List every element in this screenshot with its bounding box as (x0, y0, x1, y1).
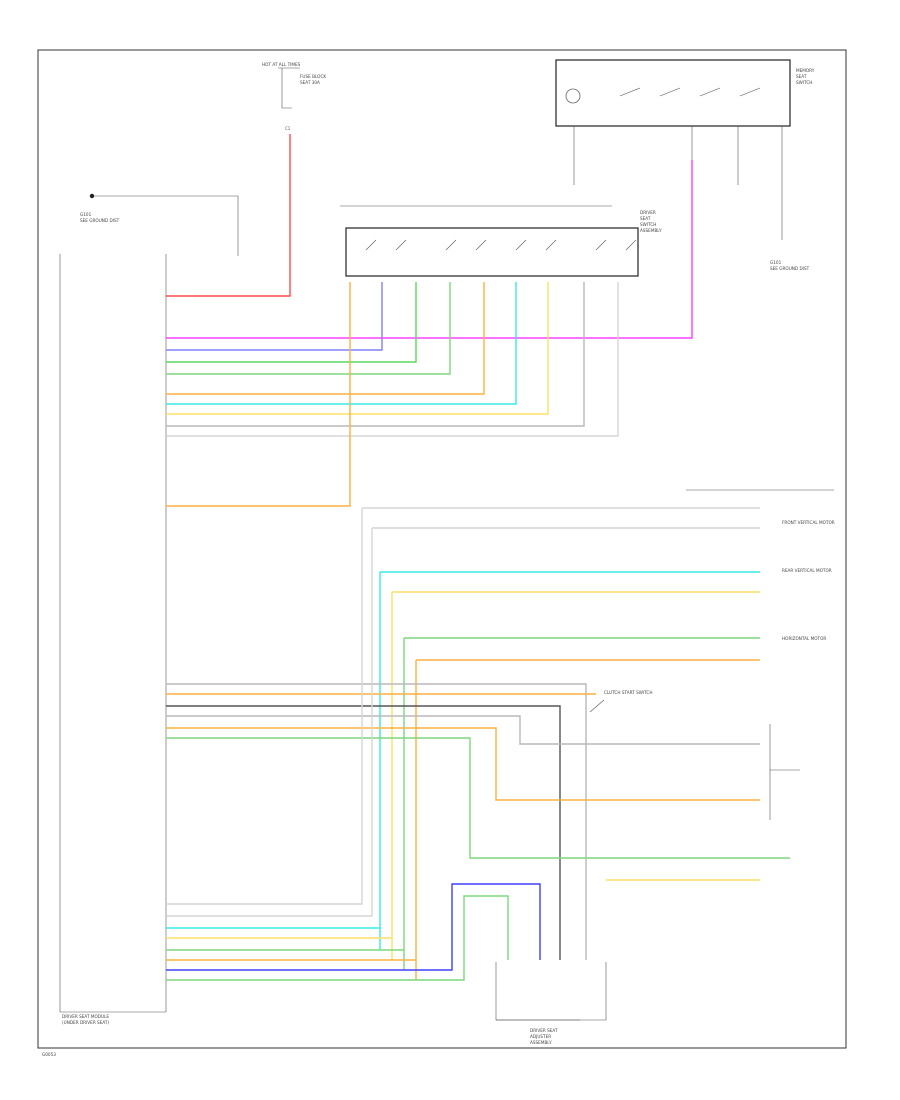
adjuster-label-2: ADJUSTER (530, 1034, 551, 1039)
memory-switch-label-1: MEMORY (796, 68, 815, 73)
upper-wire-bundle (166, 134, 693, 507)
wire-cyan (166, 282, 517, 405)
ground-left: G101 SEE GROUND DIST (80, 193, 239, 256)
wire-red (166, 134, 291, 297)
wire-purple (166, 282, 383, 351)
ground-right-label: G101 (770, 260, 782, 265)
module-label-2: (UNDER DRIVER SEAT) (62, 1020, 109, 1025)
fuse-block-label: HOT AT ALL TIMES (262, 62, 301, 67)
front-vertical-motor-label: FRONT VERTICAL MOTOR (782, 520, 835, 525)
wire-orange-2 (166, 282, 351, 507)
wire-lightgray (166, 282, 619, 437)
clutch-switch-label: CLUTCH START SWITCH (604, 690, 653, 695)
wire-pink (166, 160, 693, 339)
wire-green (166, 282, 417, 363)
driver-seat-switch-assembly: DRIVER SEAT SWITCH ASSEMBLY (340, 205, 662, 277)
right-motors: FRONT VERTICAL MOTOR REAR VERTICAL MOTOR… (362, 489, 835, 980)
adjuster-label-1: DRIVER SEAT (530, 1028, 558, 1033)
ground-right-desc: SEE GROUND DIST (770, 266, 810, 271)
wire-yellow (166, 282, 549, 415)
svg-text:C1: C1 (285, 126, 291, 131)
fuse-block-name: FUSE BLOCK (300, 74, 326, 79)
fuse-block-fuse: SEAT 30A (300, 80, 320, 85)
seat-adjuster-assembly: DRIVER SEAT ADJUSTER ASSEMBLY (495, 962, 607, 1045)
horizontal-motor-label: HORIZONTAL MOTOR (782, 636, 826, 641)
footer-code: G0053 (42, 1052, 56, 1057)
wire-gray (166, 282, 585, 427)
seat-module-connector: DRIVER SEAT MODULE (UNDER DRIVER SEAT) (59, 254, 167, 1025)
rear-vertical-motor-label: REAR VERTICAL MOTOR (782, 568, 832, 573)
wire-orange (166, 282, 485, 395)
clutch-start-switch: CLUTCH START SWITCH (589, 690, 800, 820)
memory-switch-label-2: SEAT (796, 74, 807, 79)
seat-switch-label-3: SWITCH (640, 222, 656, 227)
seat-switch-label-1: DRIVER (640, 210, 656, 215)
lower-wire-bundle (166, 508, 790, 981)
seat-switch-label-4: ASSEMBLY (640, 228, 662, 233)
wire-lightgreen (166, 282, 451, 375)
ground-left-label: G101 (80, 212, 92, 217)
ground-left-desc: SEE GROUND DIST (80, 218, 120, 223)
seat-switch-label-2: SEAT (640, 216, 651, 221)
diagram-frame (37, 49, 847, 1049)
adjuster-label-3: ASSEMBLY (530, 1040, 552, 1045)
memory-seat-switch: MEMORY SEAT SWITCH G101 SEE GROUND DIST (555, 59, 815, 271)
memory-switch-label-3: SWITCH (796, 80, 812, 85)
fuse-block: HOT AT ALL TIMES FUSE BLOCK SEAT 30A C1 (262, 62, 326, 131)
module-label-1: DRIVER SEAT MODULE (62, 1014, 109, 1019)
